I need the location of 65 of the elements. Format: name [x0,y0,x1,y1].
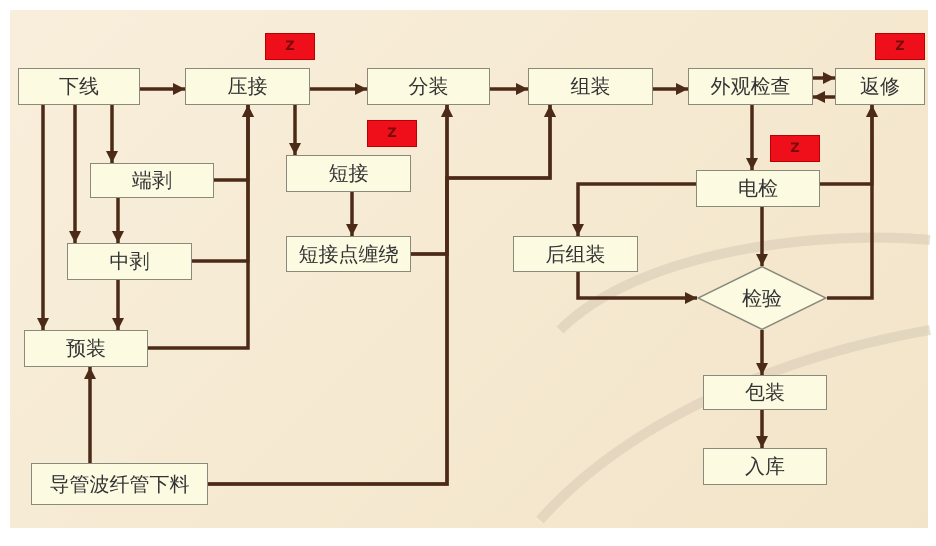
arrow [289,105,301,155]
process-box [31,463,208,505]
arrow [140,83,185,95]
step-label: 组装 [570,75,610,100]
arrow [346,192,358,236]
process-box [367,68,490,105]
step-label: 外观检查 [710,75,790,100]
process-box [513,236,638,272]
arrow [827,105,878,300]
process-box [185,68,310,105]
step-label: 短接 [328,162,368,187]
process-box [90,163,214,198]
arrow [69,105,81,243]
step-label: 压接 [228,75,268,100]
process-box [528,68,653,105]
arrow [106,105,118,163]
decision-diamond [697,266,827,330]
step-label: 检验 [742,286,782,312]
arrow [746,105,758,170]
arrow [490,83,528,95]
process-box [703,448,827,485]
arrow [756,207,768,266]
process-box [18,68,140,105]
step-label: 分装 [408,75,448,100]
step-label: 包装 [745,381,785,406]
arrow [112,280,124,330]
process-box [688,68,813,105]
step-label: Z [387,126,397,141]
step-label: 短接点缠绕 [298,242,398,268]
arrow [813,91,835,103]
arrow [310,83,367,95]
marker-badge [770,135,820,162]
arrow [572,182,696,236]
step-label: 电检 [738,177,778,202]
process-box [24,330,148,367]
arrow [37,105,49,330]
process-box [286,236,411,272]
step-label: 入库 [745,455,785,480]
process-box [703,375,827,410]
step-label: 端剥 [132,169,172,194]
arrow [112,198,124,243]
step-label: 后组装 [546,242,606,268]
process-box [286,155,411,192]
arrow [148,105,254,350]
marker-badge [367,120,417,147]
marker-badge [875,33,925,60]
step-label: 返修 [860,75,900,100]
process-box [835,68,925,105]
arrow [576,272,697,304]
step-label: 导管波纤管下料 [50,472,190,498]
process-box [696,170,820,207]
arrow [813,72,835,84]
marker-badge [265,33,315,60]
process-box [67,243,192,280]
step-label: 中剥 [110,250,150,275]
step-label: 下线 [59,75,99,100]
step-label: 预装 [66,337,106,362]
arrow [208,105,556,486]
step-label: Z [790,141,800,156]
step-label: Z [285,39,295,54]
step-label: Z [895,39,905,54]
arrow [756,410,768,448]
arrow [756,330,768,375]
arrow [84,367,96,463]
arrow [653,83,688,95]
